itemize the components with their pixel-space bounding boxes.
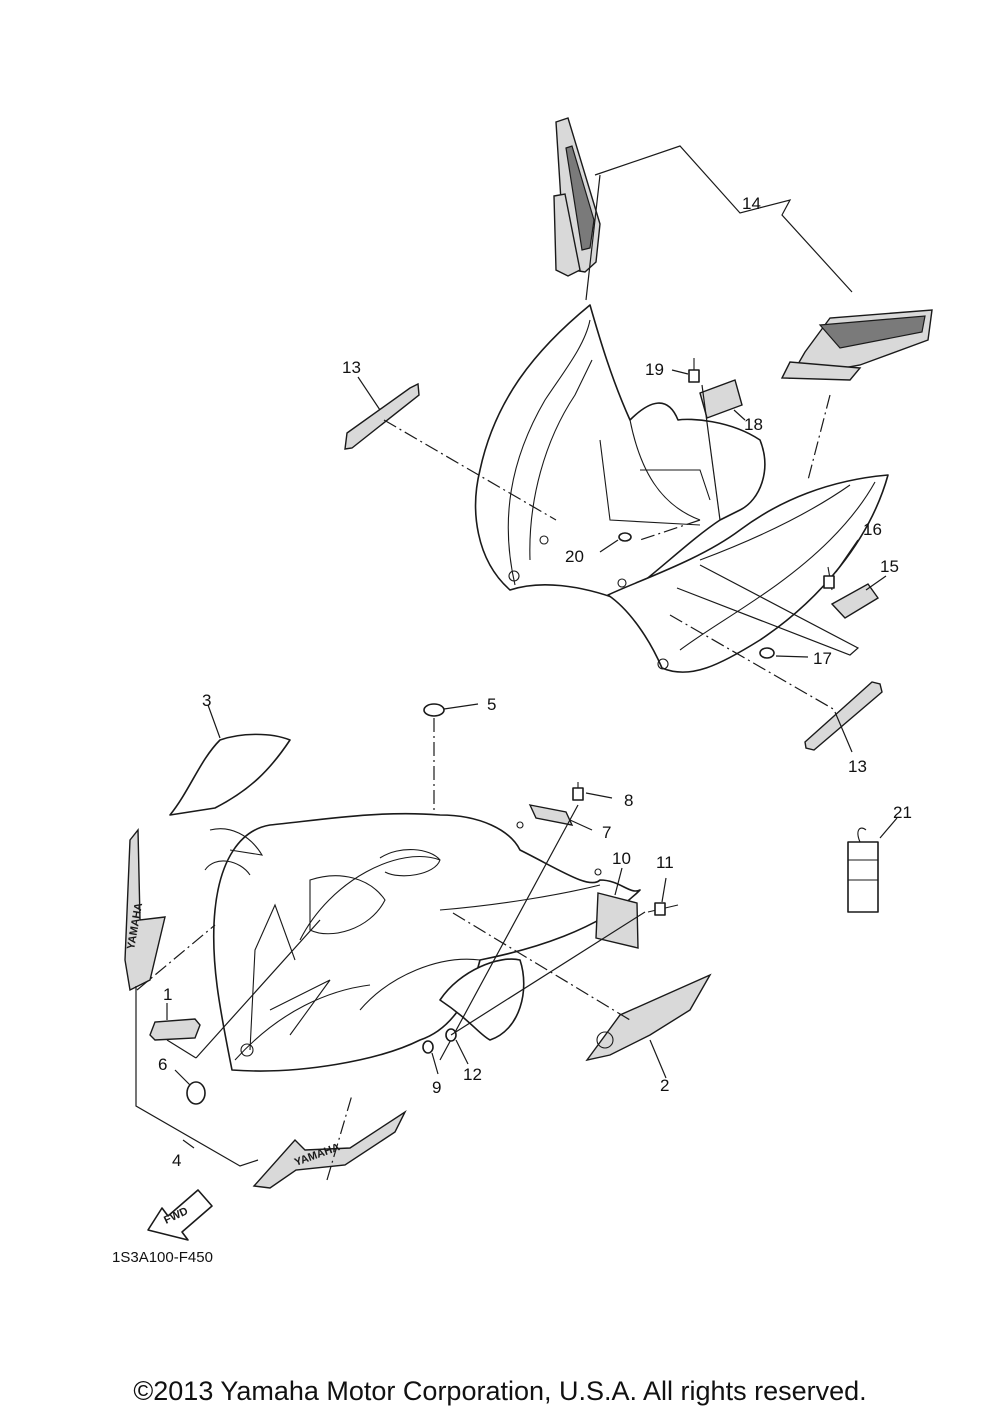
grommet-20 — [618, 532, 632, 542]
rivet-16 — [823, 566, 835, 591]
callout-11: 11 — [656, 853, 674, 872]
grommet-17 — [759, 647, 775, 659]
callout-18: 18 — [744, 415, 763, 434]
stripe-decal-13-lower — [804, 681, 883, 751]
grommet-9 — [422, 1040, 434, 1054]
rivet-11 — [647, 902, 679, 916]
callout-8: 8 — [624, 791, 633, 810]
callout-7: 7 — [602, 823, 611, 842]
callout-10: 10 — [612, 849, 631, 868]
callout-15: 15 — [880, 557, 899, 576]
callout-9: 9 — [432, 1078, 441, 1097]
side-decal-2 — [585, 973, 712, 1062]
callout-13-upper: 13 — [342, 358, 361, 377]
callout-4: 4 — [172, 1151, 181, 1170]
side-cover-3 — [169, 733, 291, 816]
plate-10 — [595, 892, 639, 949]
hang-tag-21 — [847, 827, 879, 913]
callout-2: 2 — [660, 1076, 669, 1095]
front-fender — [204, 812, 641, 1072]
callout-21: 21 — [893, 803, 912, 822]
cap-6 — [186, 1081, 206, 1105]
rivet-8 — [572, 782, 584, 801]
callout-19: 19 — [645, 360, 664, 379]
callout-1: 1 — [163, 985, 172, 1004]
callout-5: 5 — [487, 695, 496, 714]
side-decal-4-bottom: YAMAHA — [252, 1109, 407, 1189]
callout-16: 16 — [863, 520, 882, 539]
label-7 — [528, 804, 574, 826]
side-decal-14-left — [553, 117, 601, 277]
callout-14: 14 — [742, 194, 761, 213]
side-decal-14-right — [780, 309, 933, 381]
side-decal-4-left: YAMAHA — [124, 828, 166, 992]
stripe-decal-13-upper — [344, 382, 420, 450]
callout-3: 3 — [202, 691, 211, 710]
label-15 — [830, 583, 880, 619]
emblem-1 — [149, 1018, 201, 1041]
rivet-19 — [688, 358, 700, 383]
label-18 — [699, 379, 743, 419]
copyright-notice: ©2013 Yamaha Motor Corporation, U.S.A. A… — [133, 1376, 867, 1406]
leader-14 — [594, 145, 853, 293]
cap-5 — [423, 703, 445, 717]
callout-12: 12 — [463, 1065, 482, 1084]
figure-code: 1S3A100-F450 — [112, 1249, 213, 1266]
rear-fender — [474, 304, 889, 673]
callout-6: 6 — [158, 1055, 167, 1074]
callout-13-lower: 13 — [848, 757, 867, 776]
callout-17: 17 — [813, 649, 832, 668]
parts-diagram: YAMAHA YAMAHA — [112, 117, 933, 1266]
fwd-arrow: FWD — [147, 1189, 213, 1241]
callout-20: 20 — [565, 547, 584, 566]
